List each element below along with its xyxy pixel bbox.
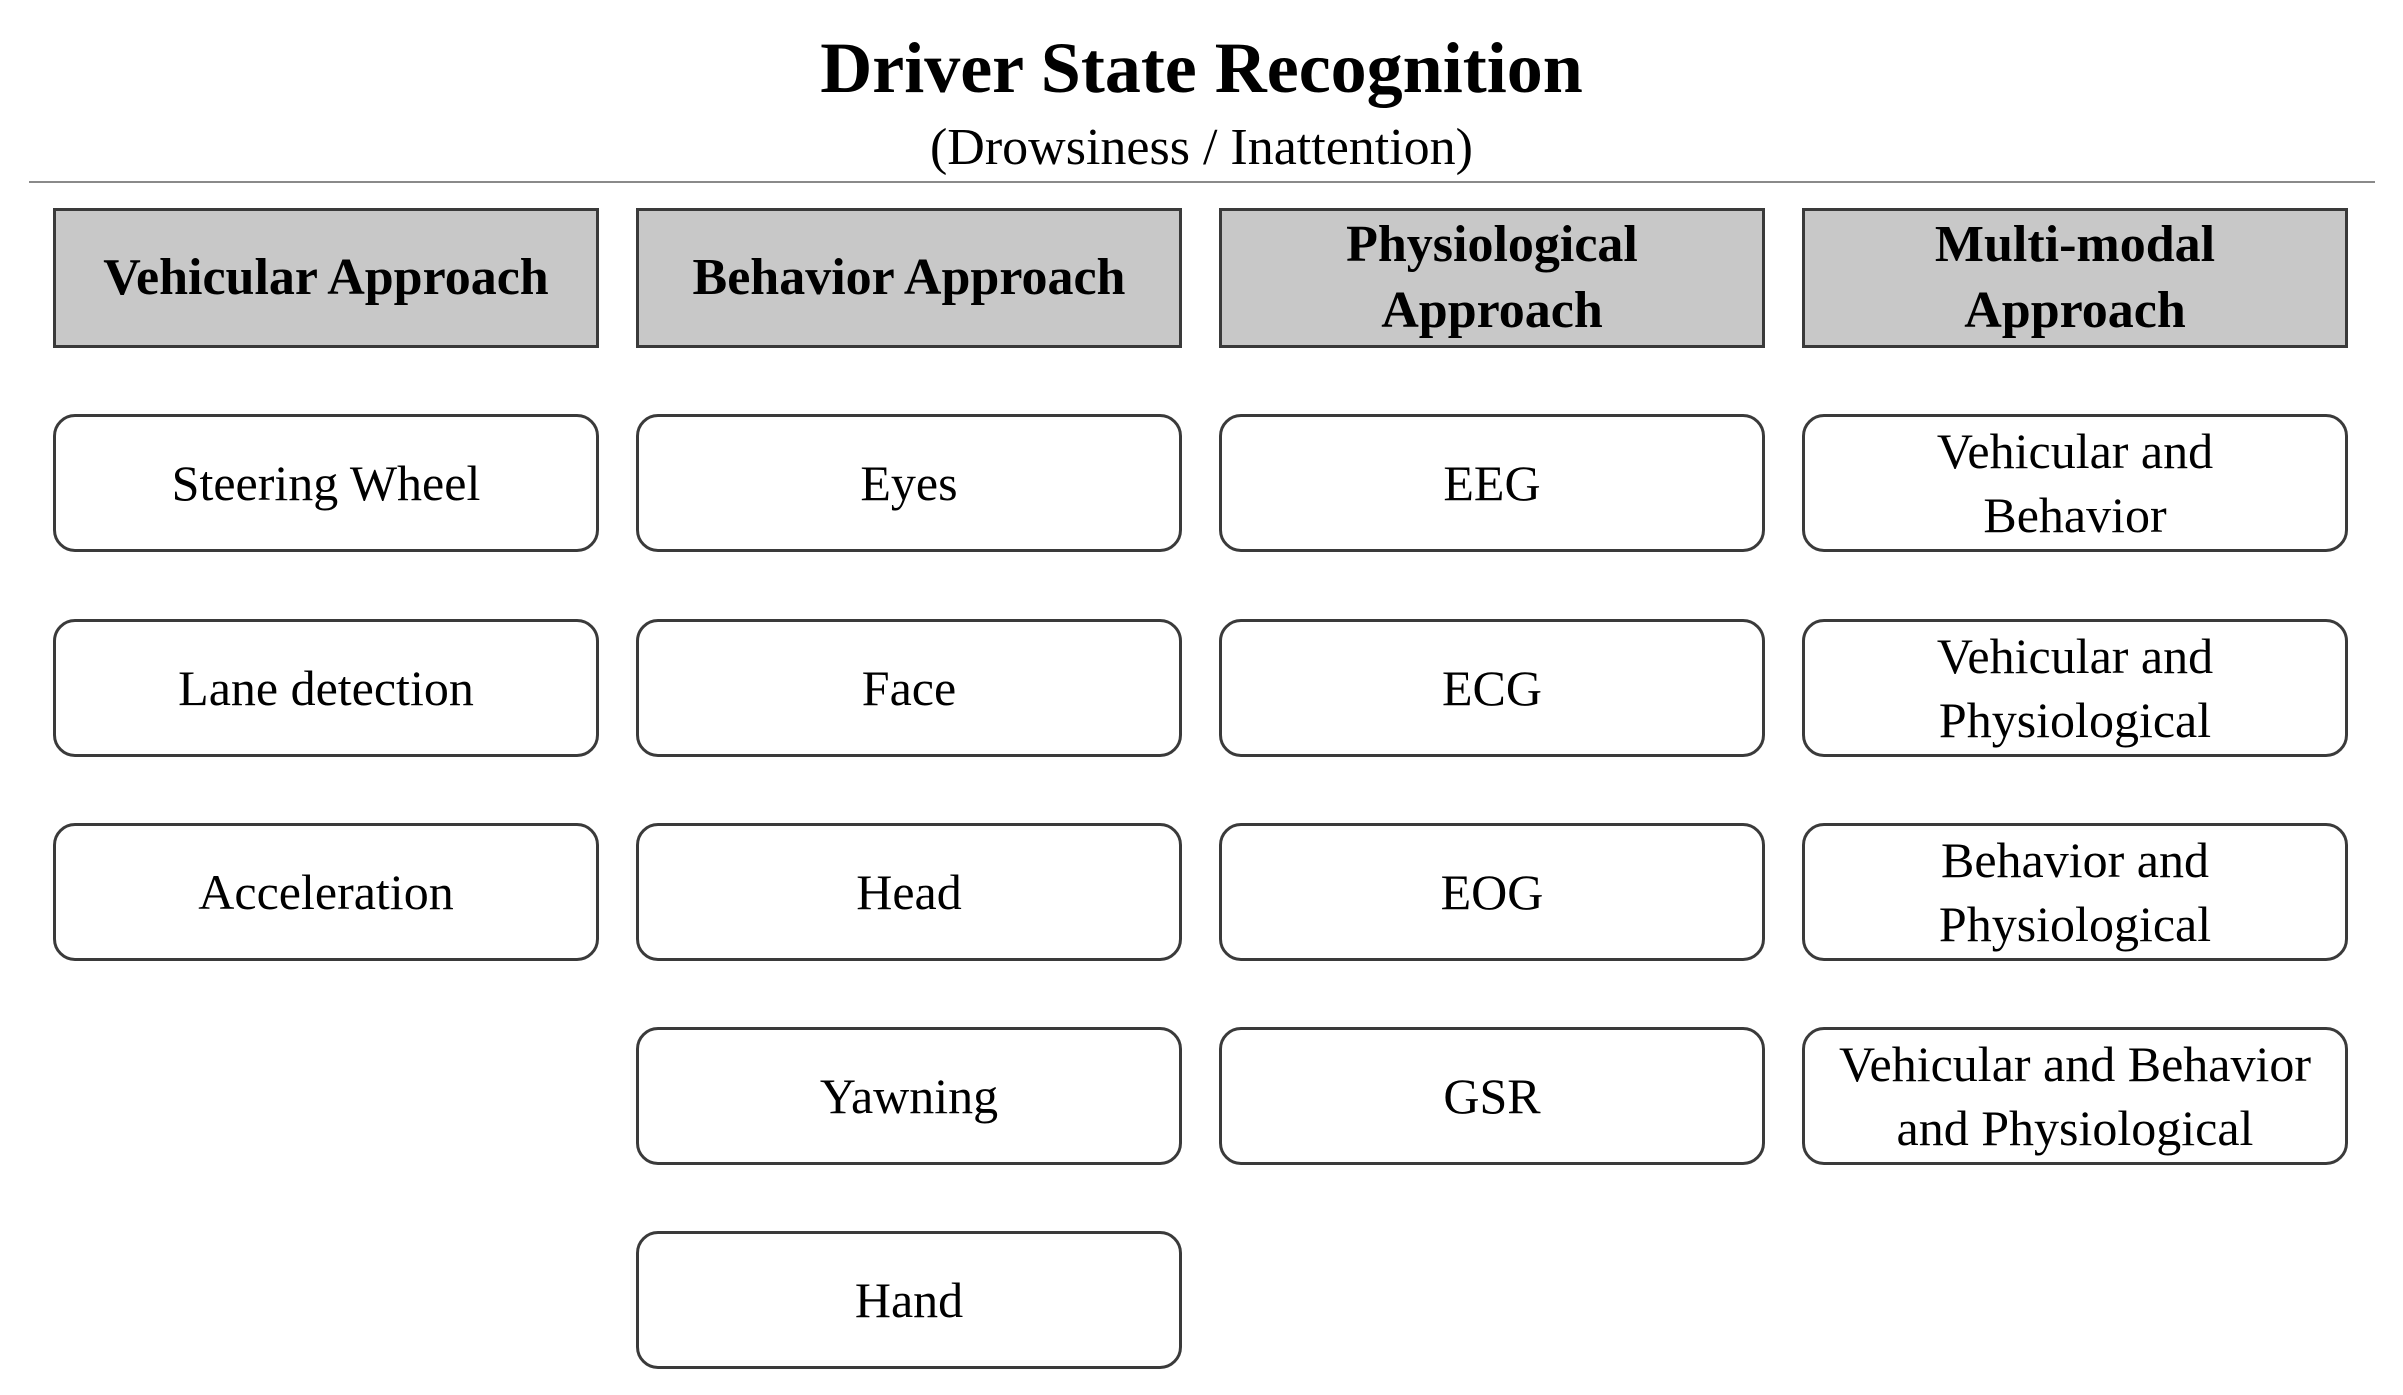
header-behavior-approach: Behavior Approach [636, 208, 1182, 348]
item-yawning: Yawning [636, 1027, 1182, 1165]
item-ecg: ECG [1219, 619, 1765, 757]
item-vehicular-and-physiological: Vehicular and Physiological [1802, 619, 2348, 757]
item-hand: Hand [636, 1231, 1182, 1369]
item-vehicular-behavior-physiological: Vehicular and Behavior and Physiological [1802, 1027, 2348, 1165]
item-vehicular-and-behavior: Vehicular and Behavior [1802, 414, 2348, 552]
item-eeg: EEG [1219, 414, 1765, 552]
item-gsr: GSR [1219, 1027, 1765, 1165]
item-behavior-and-physiological: Behavior and Physiological [1802, 823, 2348, 961]
item-steering-wheel: Steering Wheel [53, 414, 599, 552]
item-lane-detection: Lane detection [53, 619, 599, 757]
item-head: Head [636, 823, 1182, 961]
item-face: Face [636, 619, 1182, 757]
header-physiological-approach: Physiological Approach [1219, 208, 1765, 348]
header-vehicular-approach: Vehicular Approach [53, 208, 599, 348]
item-acceleration: Acceleration [53, 823, 599, 961]
item-eog: EOG [1219, 823, 1765, 961]
diagram-title: Driver State Recognition [820, 28, 1583, 108]
header-multimodal-approach: Multi-modal Approach [1802, 208, 2348, 348]
item-eyes: Eyes [636, 414, 1182, 552]
title-divider [29, 181, 2375, 183]
diagram-subtitle: (Drowsiness / Inattention) [929, 119, 1473, 176]
